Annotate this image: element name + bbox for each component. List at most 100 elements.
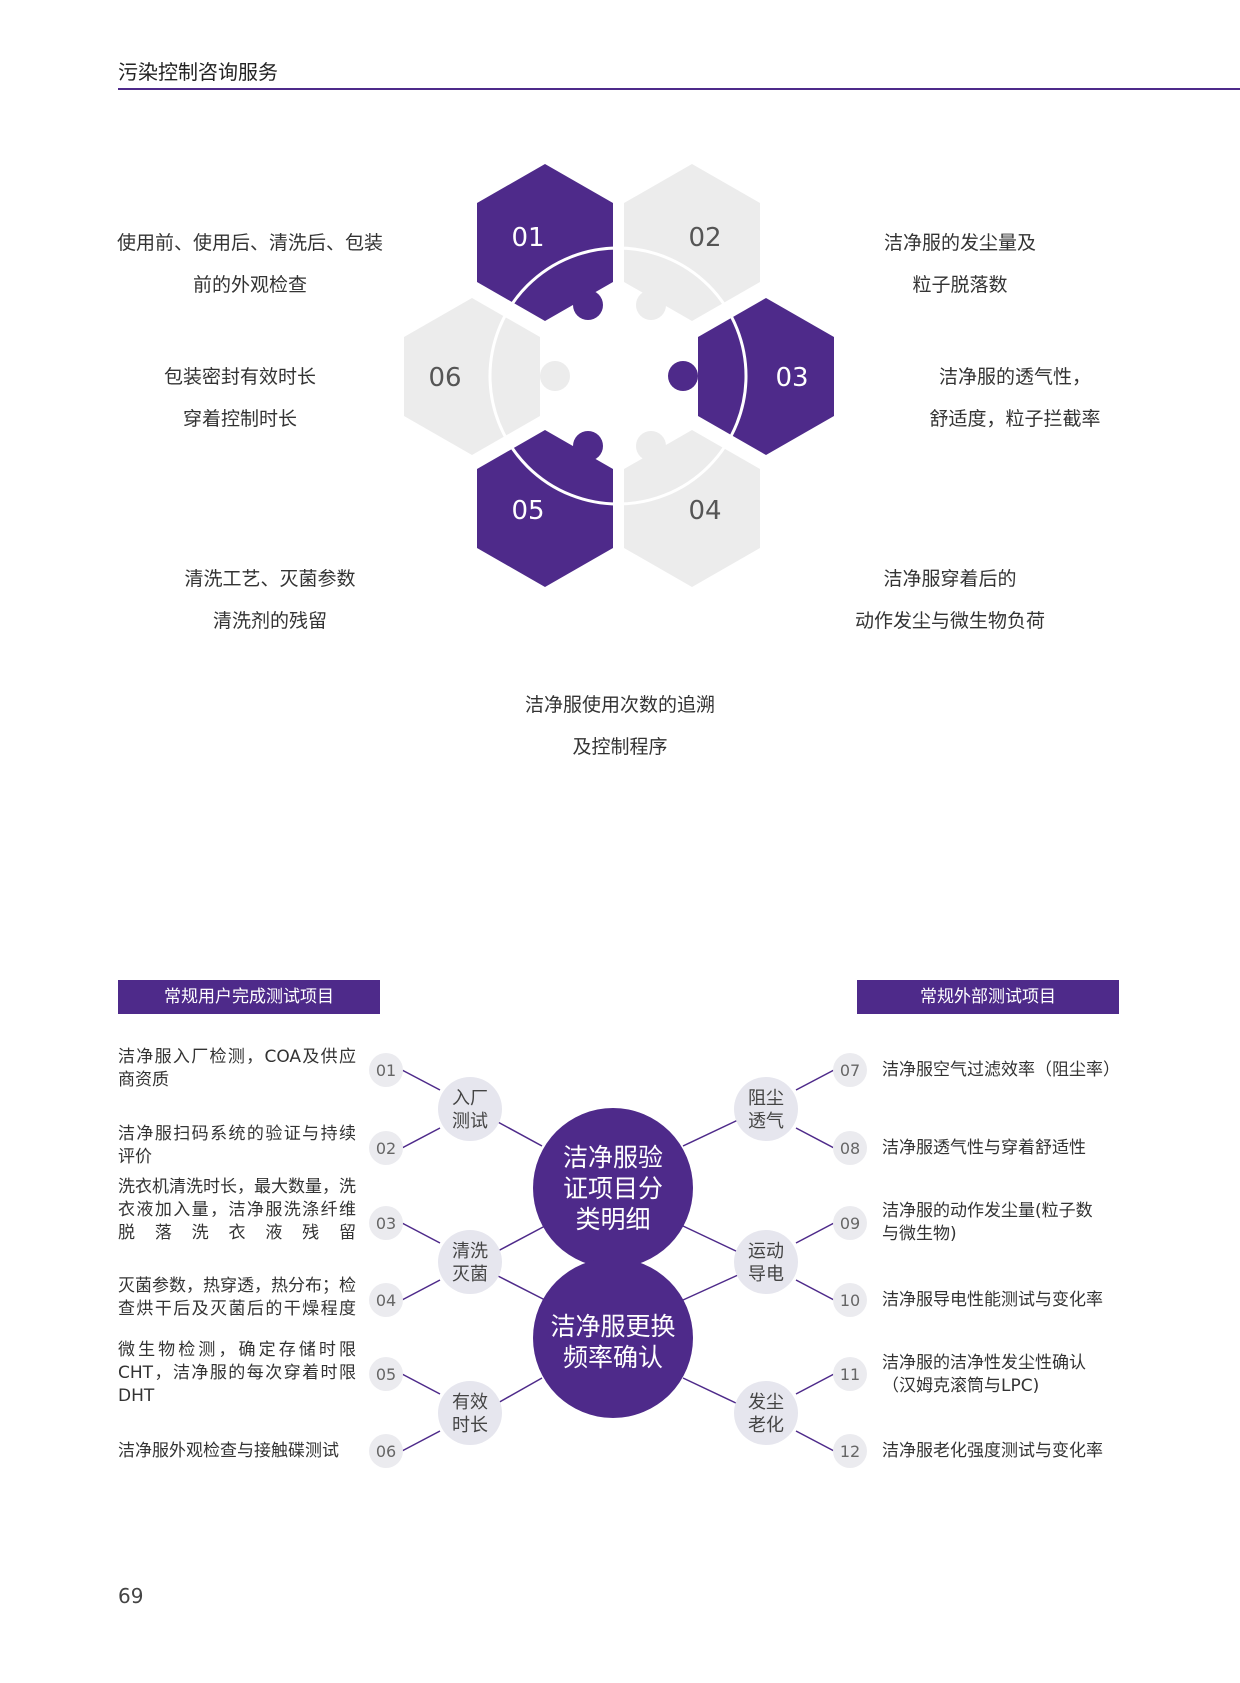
connector-dot [636, 290, 666, 320]
hex-number-06: 06 [428, 363, 461, 393]
center-ring [488, 246, 748, 506]
right-item-08: 洁净服透气性与穿着舒适性 [882, 1137, 1122, 1160]
left-item-02-cont: 评价 [118, 1146, 356, 1169]
item-line: 脱落洗衣液残留 [118, 1223, 356, 1243]
left-section-header: 常规用户完成测试项目 [118, 980, 380, 1014]
hex-label-01: 使用前、使用后、清洗后、包装 前的外观检查 [110, 222, 390, 306]
center-circle-bottom [533, 1258, 693, 1418]
category-left-2: 清洗 [452, 1241, 488, 1262]
label-line: 清洗工艺、灭菌参数 [184, 568, 356, 590]
hex-label-06: 包装密封有效时长 穿着控制时长 [130, 356, 350, 440]
hex-number-01: 01 [511, 223, 544, 253]
label-line: 穿着控制时长 [182, 408, 297, 430]
label-line: 清洗剂的残留 [212, 610, 327, 632]
item-line: 查烘干后及灭菌后的干燥程度 [118, 1299, 356, 1319]
hex-label-05: 清洗工艺、灭菌参数 清洗剂的残留 [150, 558, 390, 642]
item-line: 衣液加入量，洁净服洗涤纤维 [118, 1200, 356, 1220]
page-header-title: 污染控制咨询服务 [118, 60, 278, 84]
item-line: 洁净服的动作发尘量(粒子数 [882, 1201, 1093, 1221]
connector-dot [636, 431, 666, 461]
category-left-3: 有效 [452, 1392, 488, 1413]
left-item-01-cont: 商资质 [118, 1069, 356, 1092]
label-line: 洁净服使用次数的追溯 [524, 694, 715, 716]
label-line: 舒适度，粒子拦截率 [929, 408, 1101, 430]
center-bottom-line: 频率确认 [563, 1343, 663, 1372]
left-item-number: 03 [376, 1214, 396, 1233]
right-section-header: 常规外部测试项目 [857, 980, 1119, 1014]
category-left-3: 时长 [452, 1415, 488, 1436]
hex-04 [624, 430, 760, 587]
label-line: 洁净服的透气性， [938, 366, 1091, 388]
label-line: 粒子脱落数 [912, 274, 1008, 296]
left-item-02: 洁净服扫码系统的验证与持续 [118, 1123, 356, 1146]
category-right-2: 运动 [748, 1241, 784, 1262]
right-item-09: 洁净服的动作发尘量(粒子数 与微生物) [882, 1200, 1122, 1246]
item-line: （汉姆克滚筒与LPC) [882, 1376, 1040, 1396]
left-item-03: 洗衣机清洗时长，最大数量，洗 衣液加入量，洁净服洗涤纤维 脱落洗衣液残留 [118, 1176, 356, 1245]
hex-03 [698, 298, 834, 455]
right-item-07: 洁净服空气过滤效率（阻尘率） [882, 1059, 1122, 1082]
left-item-number: 06 [376, 1442, 396, 1461]
hex-02 [624, 164, 760, 321]
category-right-1: 透气 [748, 1111, 784, 1132]
right-item-number: 09 [840, 1214, 860, 1233]
left-item-number: 05 [376, 1365, 396, 1384]
hexagon-diagram: 01 02 03 04 05 06 [404, 164, 834, 587]
hex-number-04: 04 [688, 496, 721, 526]
left-item-04: 灭菌参数，热穿透，热分布；检 查烘干后及灭菌后的干燥程度 [118, 1275, 356, 1321]
center-top-line: 证项目分 [563, 1174, 663, 1203]
classification-diagram: 01 02 03 04 05 06 07 08 09 10 11 12 入厂 测… [369, 1053, 867, 1468]
item-line: 评价 [118, 1147, 152, 1167]
category-circles [438, 1077, 798, 1445]
hex-label-03: 洁净服的透气性， 舒适度，粒子拦截率 [915, 356, 1115, 440]
connector-dot [573, 431, 603, 461]
right-item-number: 08 [840, 1139, 860, 1158]
page-number: 69 [118, 1584, 144, 1608]
right-item-number: 12 [840, 1442, 860, 1461]
category-left-1: 测试 [452, 1111, 488, 1132]
item-line: 洗衣机清洗时长，最大数量，洗 [118, 1177, 356, 1197]
label-line: 及控制程序 [572, 736, 668, 758]
hex-05 [477, 430, 613, 587]
item-line: 洁净服外观检查与接触碟测试 [118, 1441, 339, 1461]
center-top-line: 类明细 [575, 1205, 650, 1234]
hex-number-05: 05 [511, 496, 544, 526]
item-line: 洁净服空气过滤效率（阻尘率） [882, 1060, 1120, 1080]
item-line: CHT，洁净服的每次穿着时限 [118, 1363, 356, 1383]
hex-01 [477, 164, 613, 321]
hex-label-04: 洁净服穿着后的 动作发尘与微生物负荷 [830, 558, 1070, 642]
center-circle-top [533, 1108, 693, 1268]
item-line: 洁净服老化强度测试与变化率 [882, 1441, 1103, 1461]
label-line: 前的外观检查 [192, 274, 307, 296]
left-item-05: 微生物检测，确定存储时限 CHT，洁净服的每次穿着时限 [118, 1339, 356, 1385]
connector-dot [573, 290, 603, 320]
category-right-3: 老化 [748, 1415, 784, 1436]
hex-label-bottom: 洁净服使用次数的追溯 及控制程序 [500, 684, 740, 768]
left-item-number: 04 [376, 1291, 396, 1310]
category-left-1: 入厂 [452, 1088, 488, 1109]
category-right-1: 阻尘 [748, 1088, 784, 1109]
item-line: 洁净服透气性与穿着舒适性 [882, 1138, 1086, 1158]
left-item-number: 02 [376, 1139, 396, 1158]
left-item-01: 洁净服入厂检测，COA及供应 [118, 1046, 356, 1069]
left-number-circles [369, 1053, 403, 1468]
right-item-number: 11 [840, 1365, 860, 1384]
hex-label-02: 洁净服的发尘量及 粒子脱落数 [850, 222, 1070, 306]
right-item-12: 洁净服老化强度测试与变化率 [882, 1440, 1122, 1463]
hex-number-02: 02 [688, 223, 721, 253]
item-line: 洁净服扫码系统的验证与持续 [118, 1124, 356, 1144]
hex-06 [404, 298, 540, 455]
item-line: 洁净服的洁净性发尘性确认 [882, 1353, 1086, 1373]
category-left-2: 灭菌 [452, 1264, 488, 1285]
item-line: 洁净服入厂检测，COA及供应 [118, 1047, 356, 1067]
label-line: 洁净服穿着后的 [883, 568, 1017, 590]
label-line: 使用前、使用后、清洗后、包装 [116, 232, 383, 254]
header-divider [118, 88, 1240, 90]
label-line: 洁净服的发尘量及 [883, 232, 1036, 254]
label-line: 包装密封有效时长 [163, 366, 316, 388]
connector-lines [401, 1069, 835, 1452]
item-line: DHT [118, 1386, 155, 1406]
left-item-number: 01 [376, 1061, 396, 1080]
item-line: 与微生物) [882, 1224, 957, 1244]
item-line: 微生物检测，确定存储时限 [118, 1340, 356, 1360]
